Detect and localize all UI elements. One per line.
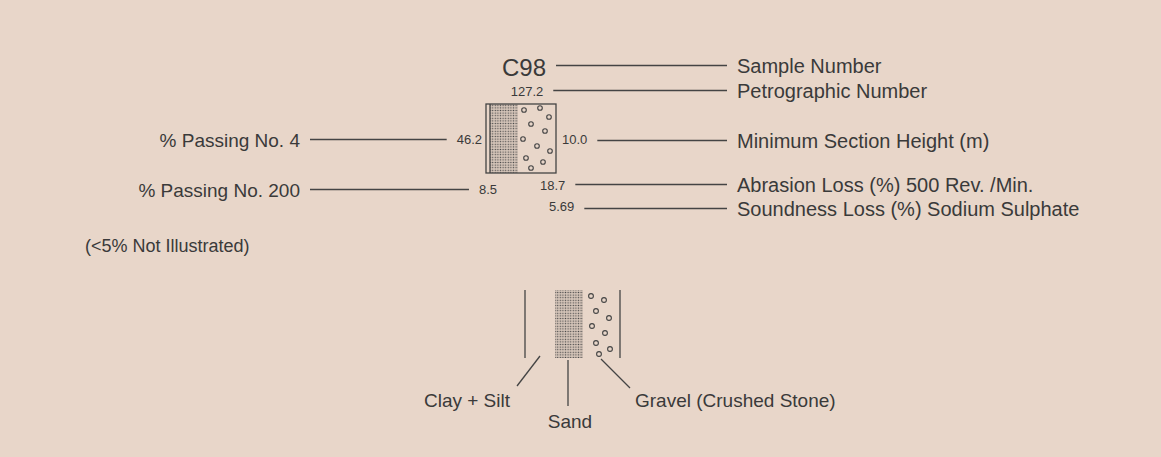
clay-silt-bar xyxy=(524,290,525,358)
leader-line xyxy=(310,139,447,140)
leader-line xyxy=(556,65,727,66)
annotation-label: Abrasion Loss (%) 500 Rev. /Min. xyxy=(737,174,1033,197)
leader-line xyxy=(517,356,540,386)
annotation-label: 46.2 xyxy=(457,133,482,148)
leader-line xyxy=(597,140,727,141)
clay-silt-bar xyxy=(489,104,490,173)
annotation-label: Sample Number xyxy=(737,55,882,78)
annotation-label: 127.2 xyxy=(511,85,544,100)
column-outline xyxy=(486,104,556,173)
legend-label: Sand xyxy=(548,411,592,433)
sand-fill xyxy=(490,104,518,173)
leader-line xyxy=(310,189,469,190)
gravel-circles xyxy=(589,294,613,357)
annotation-label: % Passing No. 4 xyxy=(160,130,300,152)
sample-column xyxy=(486,104,556,173)
leader-line xyxy=(601,359,630,388)
annotation-label: Petrographic Number xyxy=(737,80,927,103)
leader-line xyxy=(575,184,727,185)
leader-line xyxy=(553,90,727,91)
legend-label: Gravel (Crushed Stone) xyxy=(635,390,836,412)
gravel-circles xyxy=(521,106,553,171)
annotation-label: C98 xyxy=(502,54,546,82)
legend-label: Clay + Silt xyxy=(424,390,510,412)
annotation-label: Minimum Section Height (m) xyxy=(737,130,989,153)
annotation-label: 8.5 xyxy=(479,183,497,198)
gravel-edge xyxy=(619,290,620,358)
annotation-label: (<5% Not Illustrated) xyxy=(85,236,250,257)
annotation-label: 18.7 xyxy=(540,179,565,194)
annotation-label: % Passing No. 200 xyxy=(138,180,300,202)
annotation-label: 10.0 xyxy=(562,133,587,148)
annotation-label: Soundness Loss (%) Sodium Sulphate xyxy=(737,198,1079,221)
key-illustration xyxy=(517,290,630,406)
leader-line xyxy=(567,360,568,406)
sand-fill xyxy=(555,290,583,358)
leader-line xyxy=(584,208,727,209)
annotation-label: 5.69 xyxy=(549,200,574,215)
